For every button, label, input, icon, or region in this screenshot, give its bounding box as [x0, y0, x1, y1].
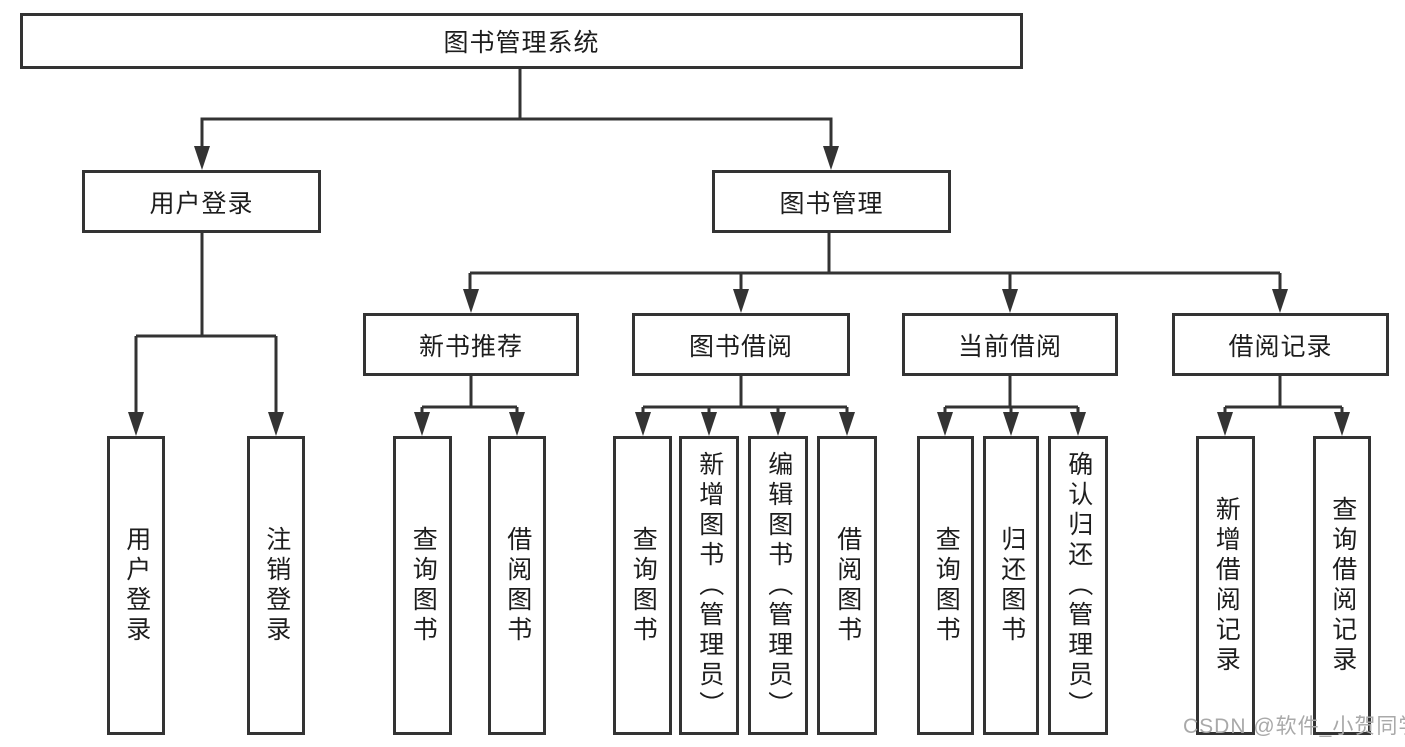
node-root: 图书管理系统 — [20, 13, 1023, 69]
connector-new-book-children — [420, 376, 519, 416]
leaf-add-borrow-record: 新增借阅记录 — [1196, 436, 1255, 735]
node-borrowing-records: 借阅记录 — [1172, 313, 1389, 376]
connector-borrowing-records-children — [1223, 376, 1344, 416]
node-new-book-recommendation: 新书推荐 — [363, 313, 579, 376]
leaf-return-books: 归还图书 — [983, 436, 1039, 735]
arrow-down-icon — [770, 412, 786, 436]
arrow-down-icon — [1070, 412, 1086, 436]
node-user-login: 用户登录 — [82, 170, 321, 233]
arrow-down-icon — [635, 412, 651, 436]
arrow-down-icon — [1272, 289, 1288, 313]
leaf-recommend-query-books: 查询图书 — [393, 436, 452, 735]
leaf-logout: 注销登录 — [247, 436, 305, 735]
connector-user-login-children — [134, 233, 278, 416]
arrow-down-icon — [194, 146, 210, 170]
arrow-down-icon — [509, 412, 525, 436]
connector-current-borrowing-children — [943, 376, 1080, 416]
node-current-borrowing: 当前借阅 — [902, 313, 1118, 376]
leaf-query-borrow-record: 查询借阅记录 — [1313, 436, 1371, 735]
leaf-borrowing-query-books: 查询图书 — [613, 436, 672, 735]
arrow-down-icon — [414, 412, 430, 436]
connector-root-to-level2 — [200, 69, 833, 150]
leaf-confirm-return-admin: 确认归还（管理员） — [1048, 436, 1108, 735]
node-book-management: 图书管理 — [712, 170, 951, 233]
arrow-down-icon — [128, 412, 144, 436]
node-book-borrowing: 图书借阅 — [632, 313, 850, 376]
leaf-borrow-books: 借阅图书 — [817, 436, 877, 735]
leaf-edit-books-admin: 编辑图书（管理员） — [748, 436, 808, 735]
leaf-recommend-borrow-books: 借阅图书 — [488, 436, 546, 735]
connector-book-borrowing-children — [641, 376, 849, 416]
leaf-add-books-admin: 新增图书（管理员） — [679, 436, 739, 735]
arrow-down-icon — [701, 412, 717, 436]
arrow-down-icon — [1334, 412, 1350, 436]
leaf-current-query-books: 查询图书 — [917, 436, 974, 735]
arrow-down-icon — [823, 146, 839, 170]
connector-book-management-children — [468, 233, 1282, 292]
arrowheads — [128, 146, 1350, 436]
watermark: CSDN @软件_小贺同学 — [1183, 715, 1405, 738]
arrow-down-icon — [1003, 412, 1019, 436]
arrow-down-icon — [463, 289, 479, 313]
arrow-down-icon — [937, 412, 953, 436]
arrow-down-icon — [1217, 412, 1233, 436]
leaf-user-login: 用户登录 — [107, 436, 165, 735]
arrow-down-icon — [733, 289, 749, 313]
arrow-down-icon — [1002, 289, 1018, 313]
arrow-down-icon — [839, 412, 855, 436]
arrow-down-icon — [268, 412, 284, 436]
